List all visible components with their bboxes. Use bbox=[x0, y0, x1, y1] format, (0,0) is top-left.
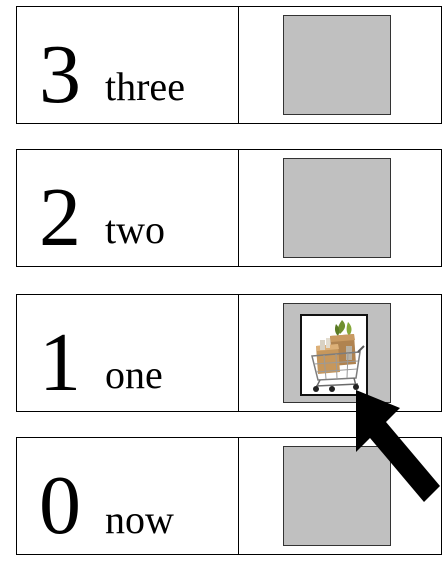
row-label-cell: 0 now bbox=[17, 438, 239, 554]
row-label-cell: 1 one bbox=[17, 295, 239, 411]
empty-slot[interactable] bbox=[283, 158, 391, 258]
arrow-pointer-icon bbox=[350, 388, 444, 508]
shopping-cart-icon bbox=[300, 314, 368, 396]
row-word: three bbox=[105, 67, 185, 107]
row-word: one bbox=[105, 355, 163, 395]
countdown-row-2: 2 two bbox=[16, 149, 442, 267]
row-word: now bbox=[105, 500, 174, 540]
row-label-cell: 2 two bbox=[17, 150, 239, 266]
empty-slot[interactable] bbox=[283, 15, 391, 115]
row-label-cell: 3 three bbox=[17, 7, 239, 123]
row-number: 1 bbox=[39, 321, 81, 405]
row-number: 3 bbox=[39, 33, 81, 117]
countdown-row-3: 3 three bbox=[16, 6, 442, 124]
row-word: two bbox=[105, 210, 165, 250]
row-number: 2 bbox=[39, 176, 81, 260]
row-number: 0 bbox=[39, 464, 81, 548]
